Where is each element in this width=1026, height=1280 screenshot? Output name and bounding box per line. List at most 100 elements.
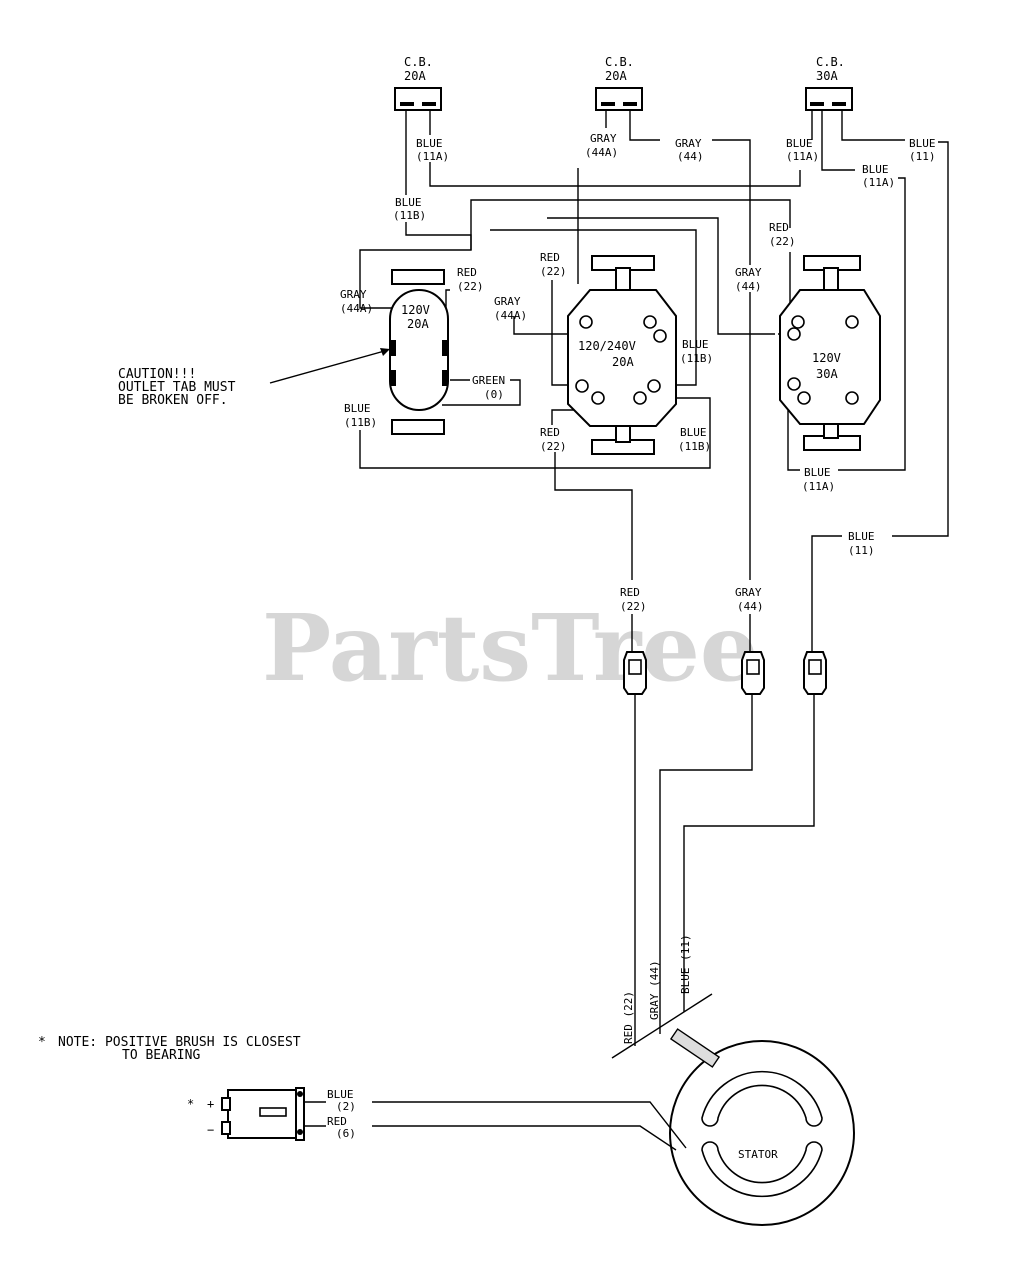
- svg-text:120V: 120V: [401, 303, 430, 317]
- svg-text:GRAY: GRAY: [735, 586, 762, 599]
- svg-text:(11B): (11B): [678, 440, 711, 453]
- svg-text:(22): (22): [540, 265, 567, 278]
- svg-text:(11B): (11B): [393, 209, 426, 222]
- label-blue-11-lower: BLUE(11): [848, 530, 875, 557]
- svg-text:(44): (44): [677, 150, 704, 163]
- svg-text:(11A): (11A): [786, 150, 819, 163]
- svg-text:+: +: [207, 1097, 214, 1111]
- svg-text:RED: RED: [540, 426, 560, 439]
- svg-text:GRAY: GRAY: [494, 295, 521, 308]
- stator: STATOR: [611, 993, 855, 1226]
- label-blue-11-cb3: BLUE(11): [909, 137, 936, 163]
- label-blue-11b-left: BLUE(11B): [344, 402, 377, 429]
- svg-text:(44A): (44A): [340, 302, 373, 315]
- svg-text:BLUE: BLUE: [862, 163, 889, 176]
- svg-text:OUTLET TAB MUST: OUTLET TAB MUST: [118, 380, 236, 395]
- svg-text:20A: 20A: [605, 69, 627, 83]
- label-blue-11b-top: BLUE(11B): [393, 196, 426, 222]
- svg-text:(22): (22): [457, 280, 484, 293]
- caution-callout: CAUTION!!! OUTLET TAB MUST BE BROKEN OFF…: [118, 348, 390, 408]
- svg-text:(22): (22): [620, 600, 647, 613]
- svg-text:(44): (44): [737, 600, 764, 613]
- svg-text:120V: 120V: [812, 351, 841, 365]
- connector-red-22: [623, 614, 647, 1046]
- svg-text:(22): (22): [769, 235, 796, 248]
- svg-text:(11A): (11A): [802, 480, 835, 493]
- watermark: PartsTree: [262, 594, 758, 702]
- svg-text:C.B.: C.B.: [404, 55, 433, 69]
- svg-text:(11): (11): [848, 544, 875, 557]
- label-gray-44a-mid: GRAY(44A): [494, 295, 527, 322]
- twistlock-outlet-120v-30a: 120V 30A: [779, 255, 881, 451]
- svg-text:30A: 30A: [816, 367, 838, 381]
- label-gray-44a-left: GRAY(44A): [340, 288, 373, 315]
- twistlock-outlet-120-240v-20a: 120/240V 20A: [567, 255, 677, 455]
- svg-text:GRAY: GRAY: [735, 266, 762, 279]
- duplex-outlet-120v-20a: 120V 20A: [389, 269, 449, 435]
- svg-text:BLUE: BLUE: [848, 530, 875, 543]
- brush-assembly: * + − BLUE (2) RED (6): [187, 1087, 687, 1151]
- svg-text:BLUE (11): BLUE (11): [679, 934, 692, 994]
- svg-text:C.B.: C.B.: [605, 55, 634, 69]
- svg-text:RED: RED: [457, 266, 477, 279]
- svg-text:*: *: [187, 1097, 194, 1111]
- svg-text:20A: 20A: [407, 317, 429, 331]
- svg-text:−: −: [207, 1123, 214, 1137]
- svg-text:*: *: [38, 1035, 46, 1050]
- svg-text:BLUE: BLUE: [395, 196, 422, 209]
- svg-text:(0): (0): [484, 388, 504, 401]
- brush-note: * NOTE: POSITIVE BRUSH IS CLOSEST TO BEA…: [38, 1035, 301, 1063]
- label-gray-44a-cb2: GRAY(44A): [585, 132, 618, 159]
- svg-text:(11A): (11A): [862, 176, 895, 189]
- svg-text:RED: RED: [540, 251, 560, 264]
- svg-text:BLUE: BLUE: [682, 338, 709, 351]
- svg-text:BE BROKEN OFF.: BE BROKEN OFF.: [118, 393, 228, 408]
- svg-text:STATOR: STATOR: [738, 1148, 778, 1161]
- svg-text:TO BEARING: TO BEARING: [122, 1048, 200, 1063]
- label-gray-44-conn: GRAY(44): [735, 586, 764, 613]
- svg-text:RED: RED: [327, 1115, 347, 1128]
- label-red-22-right: RED(22): [769, 221, 796, 248]
- svg-text:RED: RED: [620, 586, 640, 599]
- circuit-breaker-1: C.B. 20A: [394, 55, 442, 111]
- svg-text:120/240V: 120/240V: [578, 339, 636, 353]
- label-gray-44-mid: GRAY(44): [735, 266, 762, 293]
- circuit-breaker-3: C.B. 30A: [805, 55, 853, 111]
- svg-text:(6): (6): [336, 1127, 356, 1140]
- svg-text:30A: 30A: [816, 69, 838, 83]
- svg-text:(11): (11): [909, 150, 936, 163]
- svg-text:BLUE: BLUE: [680, 426, 707, 439]
- circuit-breaker-2: C.B. 20A: [595, 55, 643, 111]
- svg-text:(2): (2): [336, 1100, 356, 1113]
- svg-text:GREEN: GREEN: [472, 374, 505, 387]
- wire-labels: BLUE(11A) BLUE(11B) GRAY(44A) GRAY(44) B…: [340, 132, 936, 613]
- svg-text:RED: RED: [769, 221, 789, 234]
- svg-text:BLUE: BLUE: [344, 402, 371, 415]
- svg-text:GRAY (44): GRAY (44): [648, 960, 661, 1020]
- svg-text:BLUE: BLUE: [416, 137, 443, 150]
- label-red-22-low: RED(22): [540, 426, 567, 453]
- svg-text:GRAY: GRAY: [590, 132, 617, 145]
- label-blue-11b-low: BLUE(11B): [678, 426, 711, 453]
- svg-text:C.B.: C.B.: [816, 55, 845, 69]
- svg-text:BLUE: BLUE: [786, 137, 813, 150]
- connector-blue-11: [683, 580, 827, 1012]
- svg-text:20A: 20A: [404, 69, 426, 83]
- svg-text:BLUE: BLUE: [327, 1088, 354, 1101]
- svg-text:(22): (22): [540, 440, 567, 453]
- label-gray-44-cb2: GRAY(44): [675, 137, 704, 163]
- label-blue-11a-right: BLUE(11A): [862, 163, 895, 189]
- connector-gray-44: [659, 614, 765, 1034]
- svg-text:BLUE: BLUE: [804, 466, 831, 479]
- label-blue-11a-cb1: BLUE(11A): [416, 137, 449, 163]
- svg-text:NOTE: POSITIVE BRUSH IS CLOSES: NOTE: POSITIVE BRUSH IS CLOSEST: [58, 1035, 301, 1050]
- svg-text:(11B): (11B): [680, 352, 713, 365]
- label-blue-11a-cb3: BLUE(11A): [786, 137, 819, 163]
- svg-text:RED (22): RED (22): [622, 991, 635, 1044]
- stator-lead-labels: RED (22) GRAY (44) BLUE (11): [622, 934, 692, 1044]
- label-blue-11b-mid: BLUE(11B): [680, 338, 713, 365]
- svg-text:GRAY: GRAY: [340, 288, 367, 301]
- svg-text:GRAY: GRAY: [675, 137, 702, 150]
- svg-text:(11B): (11B): [344, 416, 377, 429]
